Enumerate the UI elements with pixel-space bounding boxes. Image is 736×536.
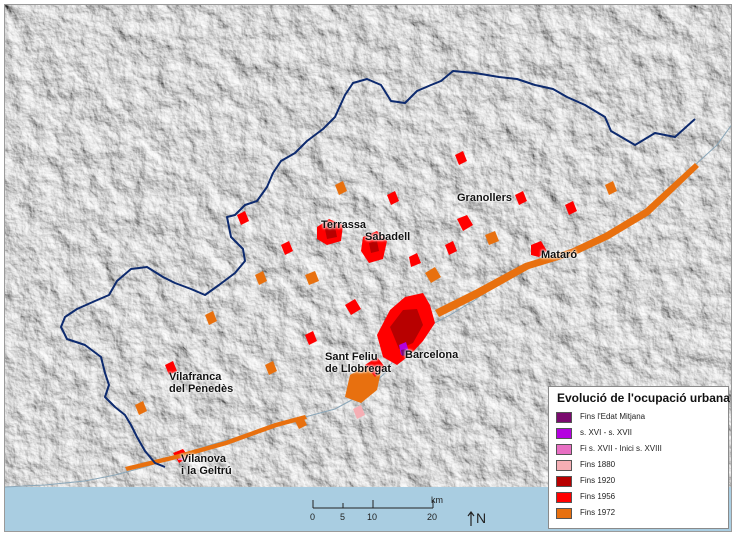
town-label-vilanova-line1: Vilanova — [181, 453, 227, 465]
urban-scatter-20 — [353, 405, 365, 419]
urban-scatter-6 — [485, 231, 499, 245]
urban-scatter-12 — [135, 401, 147, 415]
urban-scatter-15 — [565, 201, 577, 215]
urban-scatter-4 — [425, 267, 441, 283]
scale-unit: km — [431, 495, 443, 505]
urban-maresme-strip — [435, 163, 699, 317]
urban-scatter-14 — [335, 181, 347, 195]
town-label-mataro: Mataró — [541, 249, 578, 261]
urban-scatter-2 — [305, 271, 319, 285]
legend-label: Fins 1880 — [580, 460, 616, 469]
north-arrow: N — [467, 510, 491, 528]
legend-label: s. XVI - s. XVII — [580, 428, 633, 437]
urban-barcelona-medieval — [401, 349, 407, 356]
town-label-vilanova-line2: i la Geltrú — [181, 465, 232, 477]
urban-scatter-13 — [387, 191, 399, 205]
town-label-sant-feliu: Sant Feliu de Llobregat — [325, 351, 391, 375]
map-frame[interactable]: Terrassa Sabadell Granollers Mataró Barc… — [4, 4, 732, 532]
scale-tick-label: 10 — [367, 512, 378, 522]
urban-scatter-21 — [295, 417, 307, 429]
town-label-vilafranca: Vilafranca del Penedès — [169, 371, 233, 395]
urban-scatter-3 — [409, 253, 421, 267]
legend-swatch — [556, 428, 572, 439]
urban-scatter-10 — [205, 311, 217, 325]
town-label-granollers: Granollers — [457, 192, 513, 204]
urban-scatter-1 — [345, 299, 361, 315]
town-label-barcelona: Barcelona — [405, 349, 459, 361]
scale-bar: km 0 5 10 20 — [309, 495, 449, 528]
legend-title: Evolució de l'ocupació urbana — [557, 391, 730, 405]
urban-scatter-5 — [445, 241, 457, 255]
town-label-vilafranca-line1: Vilafranca — [169, 371, 222, 383]
urban-barcelona-inner — [390, 309, 423, 349]
urban-scatter-18 — [265, 361, 277, 375]
legend-label: Fins 1920 — [580, 476, 616, 485]
legend-swatch — [556, 492, 572, 503]
legend-label: Fins 1956 — [580, 492, 616, 501]
urban-garraf-strip — [125, 415, 307, 471]
urban-scatter-8 — [255, 271, 267, 285]
urban-terrassa-core — [325, 227, 337, 239]
town-label-sabadell: Sabadell — [365, 231, 411, 243]
north-arrow-icon — [467, 511, 475, 526]
urban-scatter-9 — [237, 211, 249, 225]
legend-swatch — [556, 444, 572, 455]
legend-label: Fins 1972 — [580, 508, 616, 517]
urban-scatter-16 — [605, 181, 617, 195]
urban-llobregat — [345, 365, 381, 403]
town-label-vilafranca-line2: del Penedès — [169, 383, 234, 395]
town-label-sant-feliu-line1: Sant Feliu — [325, 351, 378, 363]
town-label-sant-feliu-line2: de Llobregat — [325, 363, 392, 375]
scale-tick-label: 0 — [310, 512, 316, 522]
urban-scatter-17 — [305, 331, 317, 345]
urban-sabadell-core — [369, 241, 379, 253]
urban-scatter-19 — [455, 151, 467, 165]
map-legend: Evolució de l'ocupació urbana Fins l'Eda… — [548, 386, 730, 529]
scale-tick-label: 5 — [340, 512, 346, 522]
legend-label: Fi s. XVII - Inici s. XVIII — [580, 444, 662, 453]
map-canvas[interactable] — [5, 5, 732, 532]
scale-tick-label: 20 — [427, 512, 438, 522]
legend-swatch — [556, 508, 572, 519]
north-label: N — [476, 510, 487, 526]
urban-scatter-22 — [515, 191, 527, 205]
urban-areas — [125, 151, 699, 471]
legend-swatch — [556, 460, 572, 471]
urban-mataro — [531, 241, 547, 257]
town-label-vilanova: Vilanova i la Geltrú — [181, 453, 232, 477]
urban-granollers — [457, 215, 473, 231]
region-boundary — [60, 70, 696, 468]
legend-label: Fins l'Edat Mitjana — [580, 412, 646, 421]
scale-bar-graphic — [312, 500, 434, 509]
legend-swatch — [556, 476, 572, 487]
urban-scatter-7 — [281, 241, 293, 255]
legend-swatch — [556, 412, 572, 423]
urban-llobregat-red — [365, 357, 385, 377]
scale-bar-line — [312, 500, 434, 509]
north-arrow-shape — [467, 511, 475, 526]
town-label-terrassa: Terrassa — [321, 219, 367, 231]
urban-scatter-11 — [165, 361, 177, 375]
